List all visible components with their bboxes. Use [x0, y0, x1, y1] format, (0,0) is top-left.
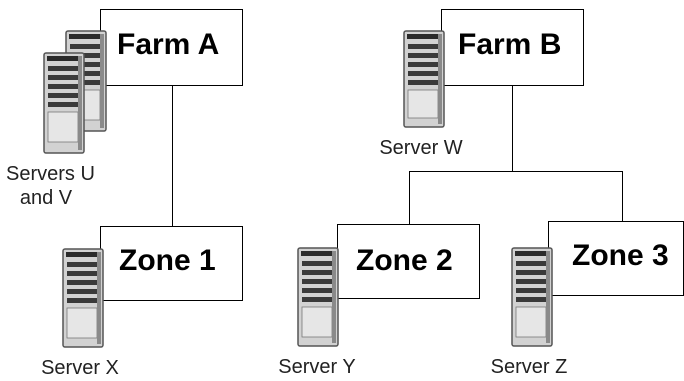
farm-a-box	[100, 9, 243, 86]
connector-farm-a-zone-1	[172, 85, 173, 227]
zone-2-title: Zone 2	[356, 244, 453, 277]
zone-1-box	[100, 226, 243, 301]
servers-u-v-caption-line1: Servers U	[6, 163, 95, 185]
server-tower-icon-w	[403, 30, 445, 128]
connector-zone-3-drop	[622, 171, 623, 221]
server-x-caption: Server X	[41, 357, 119, 379]
zone-3-title: Zone 3	[572, 239, 669, 272]
connector-farm-b-trunk	[512, 85, 513, 172]
connector-farm-b-branch	[409, 171, 623, 172]
server-tower-icon-v-front	[43, 52, 85, 154]
zone-2-box	[337, 224, 480, 299]
connector-zone-2-drop	[409, 171, 410, 225]
server-z-caption: Server Z	[490, 356, 568, 378]
servers-u-v-caption-line2: and V	[19, 187, 73, 209]
farm-a-title: Farm A	[117, 28, 220, 61]
zone-1-title: Zone 1	[119, 244, 216, 277]
farm-b-title: Farm B	[458, 28, 562, 61]
server-tower-icon-y	[297, 247, 339, 347]
server-w-caption: Server W	[379, 137, 463, 159]
server-tower-icon-x	[62, 248, 104, 348]
farm-b-box	[441, 9, 584, 86]
server-y-caption: Server Y	[278, 356, 356, 378]
servers-u-v-caption: Servers U and V	[6, 162, 95, 210]
server-tower-icon-z	[511, 247, 553, 347]
